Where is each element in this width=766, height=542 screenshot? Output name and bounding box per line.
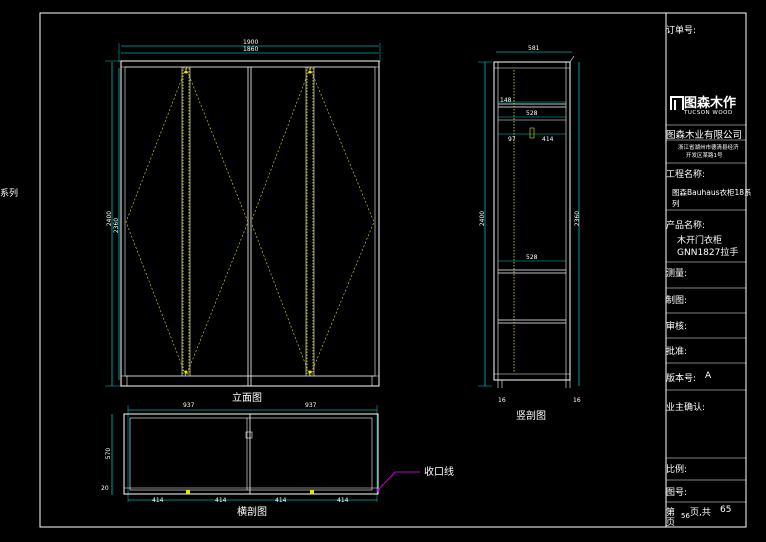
project-label: 工程名称: bbox=[666, 170, 706, 180]
elevation-title: 立面图 bbox=[232, 393, 262, 404]
dim-rod-left: 97 bbox=[508, 136, 516, 143]
dim-foot-left: 16 bbox=[498, 397, 506, 404]
owner-confirm-label: 业主确认: bbox=[666, 403, 706, 413]
elevation-view bbox=[105, 43, 381, 387]
company-name: 图森木业有限公司 bbox=[666, 130, 743, 141]
dim-plan-right: 937 bbox=[305, 402, 317, 409]
logo-subtitle: TUCSON WOOD bbox=[684, 110, 733, 116]
page-total: 65 bbox=[720, 505, 732, 515]
dim-plan-left: 937 bbox=[183, 402, 195, 409]
plan-view bbox=[111, 405, 420, 502]
measure-label: 测量: bbox=[666, 269, 688, 279]
dim-foot-right: 16 bbox=[573, 397, 581, 404]
project-value: 图森Bauhaus衣柜18系列 bbox=[672, 188, 752, 208]
logo-text: 图森木作 bbox=[684, 96, 737, 111]
product-label: 产品名称: bbox=[666, 221, 706, 231]
page-mid: 页,共 bbox=[690, 508, 711, 518]
dim-depth-top: 581 bbox=[528, 45, 540, 52]
scale-label: 比例: bbox=[666, 465, 688, 475]
left-edge-fragment: 系列 bbox=[0, 189, 19, 199]
version-label: 版本号: bbox=[666, 374, 697, 384]
company-logo: 图森木作 TUCSON WOOD bbox=[668, 92, 746, 122]
logo-mark-icon bbox=[670, 96, 684, 110]
dim-plan-seg-3: 414 bbox=[275, 497, 287, 504]
approve-label: 批准: bbox=[666, 347, 688, 357]
company-address-2: 开发区某路1号 bbox=[686, 153, 723, 159]
dim-section-height-left: 2400 bbox=[479, 210, 487, 227]
dim-plan-seg-2: 414 bbox=[215, 497, 227, 504]
callout-label: 收口线 bbox=[424, 467, 454, 478]
dim-plan-seg-4: 414 bbox=[337, 497, 349, 504]
version-value: A bbox=[705, 371, 712, 381]
dim-inner-width: 1860 bbox=[243, 46, 259, 53]
dim-overall-height: 2400 bbox=[106, 210, 114, 227]
page-number: 56 bbox=[681, 512, 690, 520]
order-no-label: 订单号: bbox=[666, 26, 697, 36]
page-prefix: 第 bbox=[666, 508, 676, 518]
title-block-grid bbox=[666, 124, 746, 503]
dim-shelf-w-1: 528 bbox=[526, 110, 538, 117]
sheet-no-label: 图号: bbox=[666, 488, 688, 498]
review-label: 审核: bbox=[666, 322, 688, 332]
section-view bbox=[478, 51, 580, 388]
dim-plan-seg-1: 414 bbox=[152, 497, 164, 504]
dim-rod-right: 414 bbox=[542, 136, 554, 143]
sheet-border bbox=[39, 12, 747, 528]
section-title: 竖剖图 bbox=[516, 411, 546, 422]
drafter-label: 制图: bbox=[666, 296, 688, 306]
dim-plan-depth: 570 bbox=[105, 447, 113, 460]
dim-plan-small: 20 bbox=[101, 485, 109, 492]
product-value-2: GNN1827拉手 bbox=[677, 248, 739, 258]
dim-overall-width: 1900 bbox=[243, 39, 259, 46]
company-address-1: 浙江省湖州市德清县经济 bbox=[678, 145, 739, 151]
dim-shelf-gap-1: 148 bbox=[500, 97, 512, 104]
dim-section-height-right: 2360 bbox=[574, 210, 582, 227]
dim-shelf-w-2: 528 bbox=[526, 254, 538, 261]
page-suffix: 页 bbox=[666, 518, 676, 528]
product-value-1: 木开门衣柜 bbox=[677, 236, 723, 246]
plan-title: 横剖图 bbox=[237, 507, 267, 518]
dim-inner-height: 2360 bbox=[113, 217, 121, 234]
